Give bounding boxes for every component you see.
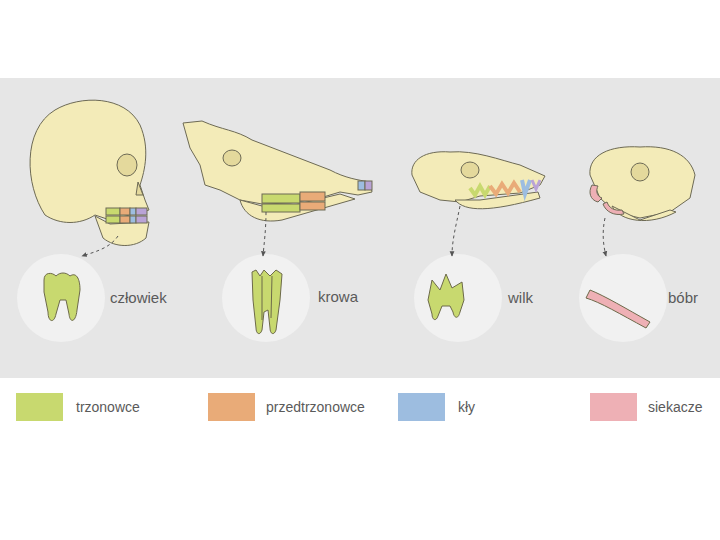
legend-swatch <box>208 393 255 421</box>
legend-swatch <box>590 393 637 421</box>
species-label-box: człowiek <box>110 289 167 307</box>
species-label: wilk <box>508 289 533 306</box>
legend-text: trzonowce <box>76 399 140 415</box>
legend-entry: siekacze <box>648 398 702 416</box>
legend-entry: przedtrzonowce <box>266 398 365 416</box>
species-label-box: bóbr <box>668 289 698 307</box>
tooth-pictures <box>44 270 650 334</box>
legend-swatch <box>16 393 63 421</box>
legend-entry: kły <box>458 398 475 416</box>
beaver-skull <box>590 147 695 221</box>
species-label-box: wilk <box>508 289 533 307</box>
human-skull <box>30 100 149 245</box>
tooth-circles <box>17 254 667 342</box>
species-label: krowa <box>318 288 358 305</box>
background-band <box>0 78 720 378</box>
cow-skull <box>183 121 372 221</box>
species-label: bóbr <box>668 289 698 306</box>
legend-entry: trzonowce <box>76 398 140 416</box>
legend-text: przedtrzonowce <box>266 399 365 415</box>
species-label: człowiek <box>110 289 167 306</box>
legend-swatch <box>398 393 445 421</box>
leader-arrows <box>82 206 606 256</box>
legend-text: kły <box>458 399 475 415</box>
legend-text: siekacze <box>648 399 702 415</box>
species-label-box: krowa <box>318 288 358 306</box>
wolf-skull <box>412 152 545 209</box>
